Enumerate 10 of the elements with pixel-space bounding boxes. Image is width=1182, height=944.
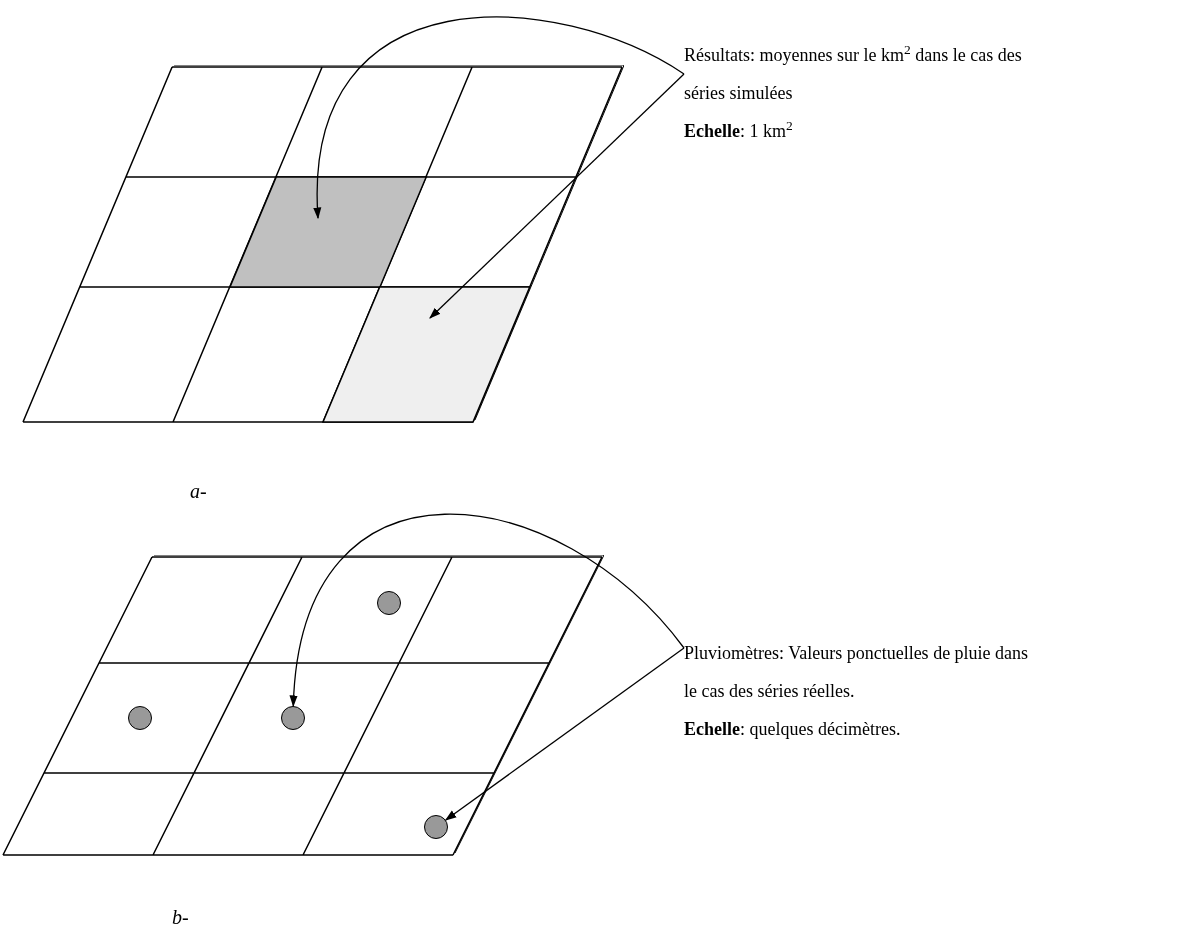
annotation-text: Echelle: 1 km$^{2}$ — [684, 117, 794, 143]
annotation-text: Résultats: moyennes sur le km$^{2}$ dans le cas des séries simulées — [684, 41, 1023, 105]
annotation-text: Echelle: quelques décimètres. — [684, 718, 902, 741]
panel-caption: a- — [190, 479, 207, 504]
arrow — [429, 73, 685, 319]
arrow — [314, 16, 685, 220]
arrow — [290, 513, 685, 708]
arrow — [444, 647, 685, 821]
panel-caption: b- — [172, 905, 189, 930]
annotation-text: Pluviomètres: Valeurs ponctuelles de pluie dans le cas des séries réelles. — [684, 642, 1030, 703]
